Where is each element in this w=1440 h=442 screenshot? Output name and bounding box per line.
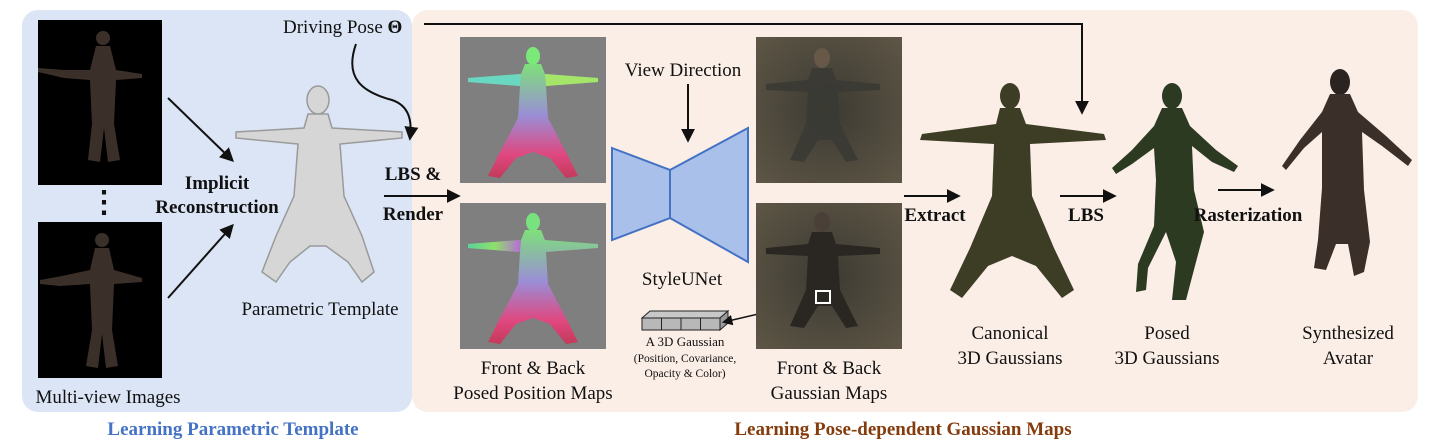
position-map-icon	[468, 213, 598, 344]
position-maps-label-2: Posed Position Maps	[453, 383, 612, 404]
gaussian-map-back	[756, 203, 902, 349]
gaussian-cube-icon	[640, 309, 730, 332]
right-section-caption: Learning Pose-dependent Gaussian Maps	[734, 419, 1071, 440]
synthesized-label-1: Synthesized	[1302, 323, 1394, 344]
left-section-caption: Learning Parametric Template	[107, 419, 358, 440]
avatar-photo-icon	[40, 233, 142, 368]
gaussian-map-front	[756, 37, 902, 183]
multi-view-images-label: Multi-view Images	[35, 387, 180, 408]
position-map-icon	[468, 47, 598, 178]
gaussian-maps-label-2: Gaussian Maps	[771, 383, 888, 404]
lbs-label: LBS	[1068, 205, 1104, 226]
point-cloud-icon	[1112, 83, 1238, 300]
mesh-template-icon	[235, 85, 403, 284]
extract-label: Extract	[904, 205, 966, 226]
posed-label-1: Posed	[1144, 323, 1190, 344]
gaussian-3d-label-1: A 3D Gaussian	[646, 334, 725, 349]
arrow-pose-to-lbs	[351, 43, 419, 141]
gaussian-3d-label-3: Opacity & Color)	[644, 368, 725, 380]
avatar-photo-icon	[1282, 69, 1412, 276]
position-maps-label-1: Front & Back	[481, 358, 586, 379]
gaussian-map-icon	[766, 212, 880, 328]
position-map-back	[460, 203, 606, 349]
multi-view-photo-top	[38, 20, 162, 185]
gaussian-maps-label-1: Front & Back	[777, 358, 882, 379]
canonical-label-2: 3D Gaussians	[957, 348, 1062, 369]
point-cloud-icon	[920, 83, 1106, 298]
gaussian-map-icon	[766, 48, 880, 162]
styleunet-label: StyleUNet	[642, 269, 723, 290]
gaussian-highlight-box	[815, 290, 831, 304]
arrow-top-to-template	[167, 97, 235, 162]
gaussian-3d-label-2: (Position, Covariance,	[634, 353, 737, 365]
position-map-front	[460, 37, 606, 183]
reconstruction-label: Reconstruction	[155, 197, 279, 218]
lbs-render-label-1: LBS &	[385, 164, 442, 185]
multi-view-photo-bottom	[38, 222, 162, 378]
arrow-bottom-to-template	[167, 223, 234, 299]
driving-pose-label: Driving Pose Θ	[283, 17, 402, 38]
synthesized-label-2: Avatar	[1323, 348, 1374, 369]
canonical-label-1: Canonical	[971, 323, 1048, 344]
rasterization-label: Rasterization	[1194, 205, 1303, 226]
parametric-template-label: Parametric Template	[241, 299, 398, 320]
posed-label-2: 3D Gaussians	[1114, 348, 1219, 369]
view-direction-label: View Direction	[625, 60, 742, 81]
lbs-render-label-2: Render	[383, 204, 444, 225]
arrow-pose-to-posed	[424, 23, 1089, 115]
dots-separator: ⋮	[89, 186, 119, 219]
unet-icon	[611, 126, 749, 264]
implicit-label: Implicit	[185, 173, 250, 194]
avatar-photo-icon	[38, 31, 142, 162]
